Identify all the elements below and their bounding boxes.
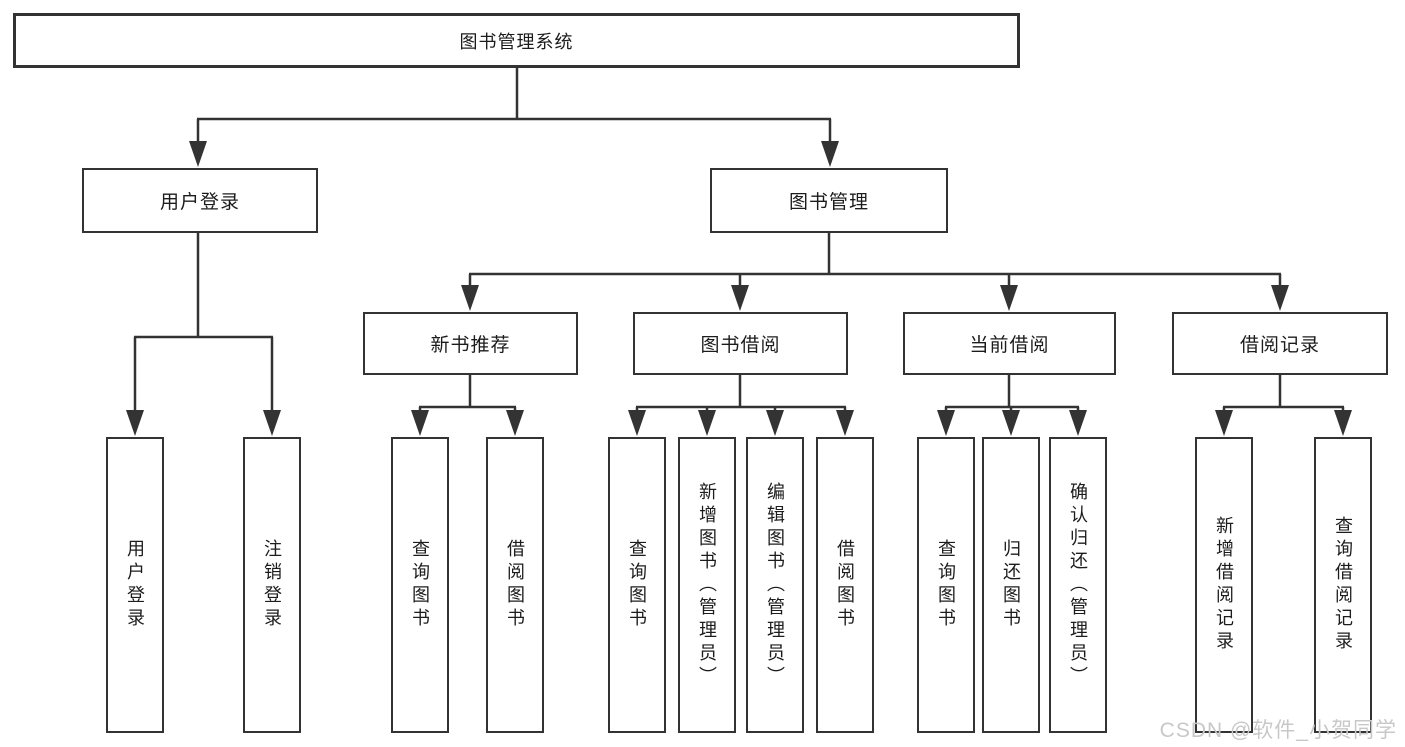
node-root-library-system: 图书管理系统 [13, 13, 1020, 68]
node-label: 当前借阅 [969, 335, 1050, 356]
node-label: 查询借阅记录 [1333, 516, 1353, 654]
node-label: 查询图书 [936, 539, 956, 631]
node-label: 图书借阅 [700, 335, 781, 356]
node-user-login: 用户登录 [82, 168, 318, 233]
connector-current-borrow-children [937, 375, 1087, 436]
connector-root-to-level2 [189, 68, 839, 167]
leaf-borrow-borrow-books: 借阅图书 [816, 437, 874, 733]
connector-book-management-children [461, 233, 1289, 311]
leaf-user-login: 用户登录 [106, 437, 164, 733]
node-label: 借阅图书 [835, 539, 855, 631]
leaf-record-add-borrow-record: 新增借阅记录 [1195, 437, 1253, 733]
node-label: 编辑图书（管理员） [765, 481, 785, 689]
leaf-current-return-books: 归还图书 [982, 437, 1040, 733]
node-label: 新书推荐 [430, 335, 511, 356]
node-label: 借阅图书 [505, 539, 525, 631]
node-label: 查询图书 [627, 539, 647, 631]
node-label: 新增借阅记录 [1214, 516, 1234, 654]
node-book-management: 图书管理 [710, 168, 948, 233]
node-label: 新增图书（管理员） [697, 481, 717, 689]
leaf-borrow-add-books-admin: 新增图书（管理员） [678, 437, 736, 733]
connector-borrow-record-children [1215, 375, 1352, 436]
node-label: 用户登录 [159, 192, 240, 213]
node-label: 图书管理 [788, 192, 869, 213]
connector-book-borrow-children [628, 375, 854, 436]
node-label: 用户登录 [125, 539, 145, 631]
node-label: 归还图书 [1001, 539, 1021, 631]
leaf-borrow-query-books: 查询图书 [608, 437, 666, 733]
node-label: 确认归还（管理员） [1068, 481, 1088, 689]
leaf-newbook-borrow-books: 借阅图书 [486, 437, 544, 733]
leaf-current-query-books: 查询图书 [917, 437, 975, 733]
leaf-record-query-borrow-record: 查询借阅记录 [1314, 437, 1372, 733]
node-new-book-recommend: 新书推荐 [363, 312, 578, 375]
leaf-logout-login: 注销登录 [243, 437, 301, 733]
node-label: 借阅记录 [1239, 335, 1320, 356]
node-label: 注销登录 [262, 539, 282, 631]
leaf-newbook-query-books: 查询图书 [391, 437, 449, 733]
connector-user-login-children [126, 233, 281, 436]
connector-new-book-children [411, 375, 524, 436]
node-label: 查询图书 [410, 539, 430, 631]
leaf-borrow-edit-books-admin: 编辑图书（管理员） [746, 437, 804, 733]
node-current-borrow: 当前借阅 [903, 312, 1116, 375]
node-label: 图书管理系统 [459, 31, 574, 52]
leaf-current-confirm-return-admin: 确认归还（管理员） [1049, 437, 1107, 733]
node-borrow-records: 借阅记录 [1172, 312, 1388, 375]
node-book-borrow: 图书借阅 [633, 312, 848, 375]
